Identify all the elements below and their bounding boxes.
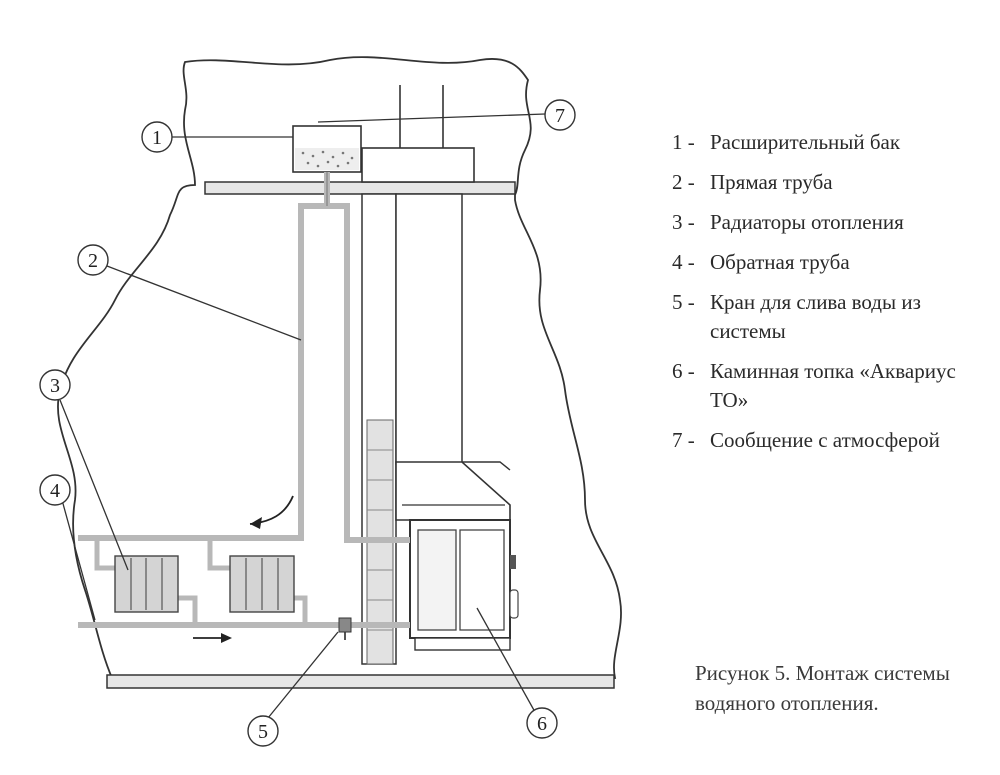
callout-1: 1 (141, 121, 173, 153)
legend-number: 4 - (672, 250, 695, 274)
svg-text:2: 2 (88, 250, 98, 272)
legend-number: 5 - (672, 290, 695, 314)
legend: 1 - Расширительный бак 2 - Прямая труба … (672, 128, 992, 466)
legend-text: Радиаторы отопления (710, 210, 904, 234)
legend-number: 7 - (672, 428, 695, 452)
legend-text: Прямая труба (710, 170, 833, 194)
supply-pipe (78, 172, 410, 543)
legend-number: 2 - (672, 170, 695, 194)
legend-text: Кран для слива воды из системы (710, 290, 921, 343)
legend-number: 1 - (672, 130, 695, 154)
legend-number: 6 - (672, 359, 695, 383)
svg-text:1: 1 (152, 127, 162, 149)
leader-lines (59, 113, 546, 719)
callout-3: 3 (39, 369, 71, 401)
ceiling-slab (204, 181, 516, 195)
callout-7: 7 (544, 99, 576, 131)
svg-text:5: 5 (258, 721, 268, 743)
svg-text:3: 3 (50, 375, 60, 397)
legend-item: 1 - Расширительный бак (672, 128, 992, 157)
legend-item: 4 - Обратная труба (672, 248, 992, 277)
floor-slab (106, 674, 615, 689)
svg-text:6: 6 (537, 713, 547, 735)
flow-arrow-down (249, 495, 294, 525)
svg-text:7: 7 (555, 105, 565, 127)
radiator-right (229, 555, 295, 613)
legend-text: Расширительный бак (710, 130, 901, 154)
legend-item: 5 - Кран для слива воды из системы (672, 288, 992, 346)
room-outline (57, 56, 622, 679)
fireplace-hood (395, 461, 511, 521)
callout-2: 2 (77, 244, 109, 276)
callout-5: 5 (247, 715, 279, 747)
svg-text:4: 4 (50, 480, 60, 502)
legend-item: 3 - Радиаторы отопления (672, 208, 992, 237)
legend-text: Обратная труба (710, 250, 850, 274)
legend-item: 2 - Прямая труба (672, 168, 992, 197)
callout-6: 6 (526, 707, 558, 739)
callout-4: 4 (39, 474, 71, 506)
legend-item: 7 - Сообщение с атмосферой (672, 426, 992, 455)
drain-valve (338, 617, 352, 633)
fireplace-base (414, 637, 511, 651)
radiator-left (114, 555, 179, 613)
legend-text: Сообщение с атмосферой (710, 428, 940, 452)
figure-caption: Рисунок 5. Монтаж системы водяного отопл… (695, 661, 950, 715)
legend-number: 3 - (672, 210, 695, 234)
legend-text: Каминная топка «Аквариус ТО» (710, 359, 956, 412)
legend-item: 6 - Каминная топка «Аквариус ТО» (672, 357, 992, 415)
chimney-top-cap (361, 147, 475, 183)
